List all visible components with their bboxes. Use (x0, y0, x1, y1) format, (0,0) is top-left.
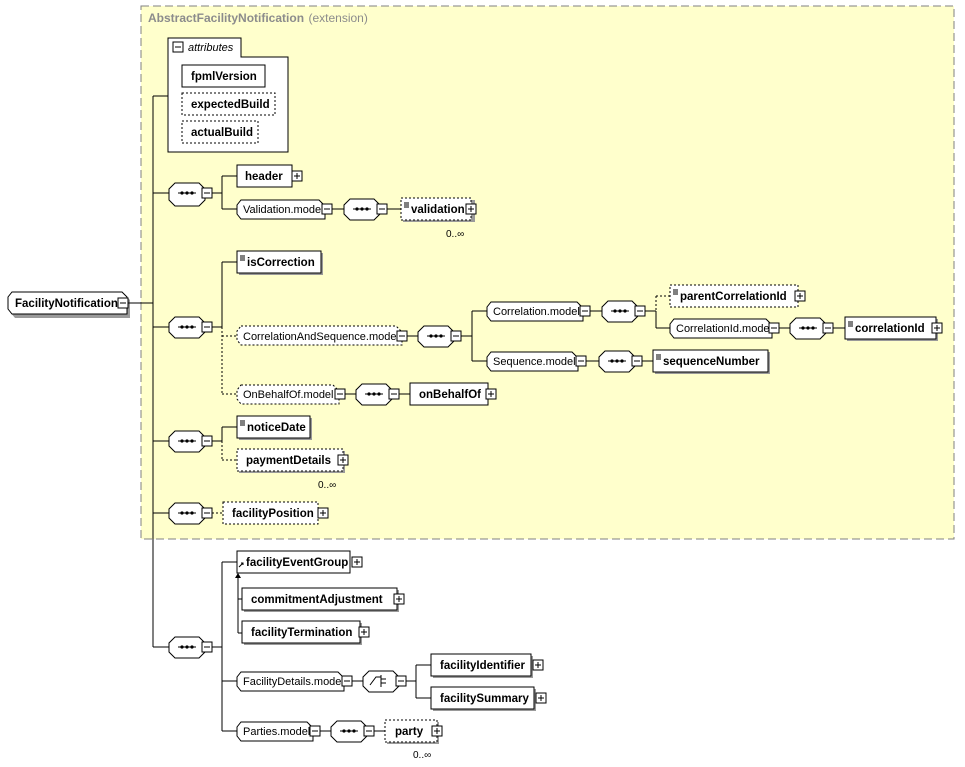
element-paymentdetails[interactable]: paymentDetails 0..∞ (236, 448, 349, 491)
attr-actualbuild-label: actualBuild (191, 127, 253, 139)
element-correlationid[interactable]: correlationId (844, 316, 943, 341)
correlationandsequence-model-label: CorrelationAndSequence.model (243, 331, 399, 343)
group-validation-model[interactable]: Validation.model (236, 198, 401, 221)
facilitydetails-model-label: FacilityDetails.model (243, 676, 344, 688)
group-sequence-model[interactable]: Sequence.model (486, 350, 653, 373)
correlationid-model-label: CorrelationId.model (676, 323, 772, 335)
element-facilitytermination[interactable]: facilityTermination (241, 620, 370, 645)
sequence-5[interactable] (168, 561, 237, 732)
parentcorrelationid-label: parentCorrelationId (680, 291, 787, 303)
facilityeventgroup-label: facilityEventGroup (246, 557, 348, 569)
element-facilitysummary[interactable]: facilitySummary (430, 686, 547, 711)
element-sequencenumber[interactable]: sequenceNumber (652, 349, 770, 374)
party-label: party (395, 726, 424, 738)
header-label: header (245, 171, 283, 183)
commitmentadjustment-label: commitmentAdjustment (251, 594, 383, 606)
validation-model-label: Validation.model (243, 204, 324, 216)
sequence-model-label: Sequence.model (493, 356, 576, 368)
element-facilityeventgroup[interactable]: facilityEventGroup (235, 550, 363, 634)
attributes-group: attributes fpmlVersion expectedBuild act… (167, 37, 289, 153)
validation-label: validation (411, 204, 465, 216)
element-noticedate[interactable]: noticeDate (236, 415, 312, 440)
main-connectors (128, 95, 170, 648)
element-validation[interactable]: validation 0..∞ (400, 197, 477, 240)
parties-model-label: Parties.model (243, 726, 310, 738)
extension-subtitle: (extension) (308, 11, 367, 25)
sequence-3[interactable] (168, 426, 237, 461)
correlationid-label: correlationId (855, 323, 925, 335)
attr-fpmlversion[interactable] (181, 64, 266, 88)
element-onbehalfof[interactable]: onBehalfOf (409, 382, 497, 406)
attr-expectedbuild-label: expectedBuild (191, 99, 270, 111)
element-parentcorrelationid[interactable]: parentCorrelationId (669, 284, 806, 308)
onbehalfof-label: onBehalfOf (419, 389, 481, 401)
root-label: FacilityNotification (15, 298, 118, 310)
group-parties-model[interactable]: Parties.model (236, 720, 385, 743)
correlation-model-label: Correlation.model (493, 306, 580, 318)
group-correlation-model[interactable]: Correlation.model (486, 295, 670, 329)
group-correlationid-model[interactable]: CorrelationId.model (669, 317, 845, 340)
choice-icon (369, 675, 386, 687)
facilitysummary-label: facilitySummary (440, 693, 529, 705)
sequence-2[interactable] (168, 261, 237, 395)
paymentdetails-cardinality: 0..∞ (318, 480, 336, 491)
group-facilitydetails-model[interactable]: FacilityDetails.model (236, 664, 431, 699)
validation-cardinality: 0..∞ (446, 229, 464, 240)
noticedate-label: noticeDate (247, 422, 306, 434)
element-commitmentadjustment[interactable]: commitmentAdjustment (241, 587, 405, 612)
element-header[interactable]: header (236, 164, 303, 188)
attr-expectedbuild[interactable] (181, 92, 276, 116)
attributes-label: attributes (188, 42, 234, 54)
svg-text:AbstractFacilityNotification (: AbstractFacilityNotification (extension) (148, 9, 368, 26)
iscorrection-label: isCorrection (247, 257, 315, 269)
attr-actualbuild[interactable] (181, 120, 259, 144)
root-element[interactable]: FacilityNotification (7, 291, 130, 318)
sequence-1[interactable] (168, 175, 237, 210)
facilityidentifier-label: facilityIdentifier (440, 660, 526, 672)
facilitytermination-label: facilityTermination (251, 627, 352, 639)
sequencenumber-label: sequenceNumber (663, 356, 760, 368)
element-iscorrection[interactable]: isCorrection (236, 250, 323, 275)
element-facilityposition[interactable]: facilityPosition (222, 501, 329, 525)
group-correlationandsequence-model[interactable]: CorrelationAndSequence.model (236, 310, 487, 362)
group-onbehalfof-model[interactable]: OnBehalfOf.model (236, 383, 410, 406)
element-party[interactable]: party 0..∞ (384, 719, 443, 761)
party-cardinality: 0..∞ (413, 750, 431, 761)
element-facilityidentifier[interactable]: facilityIdentifier (430, 653, 544, 678)
onbehalfof-model-label: OnBehalfOf.model (243, 389, 334, 401)
attr-fpmlversion-label: fpmlVersion (191, 71, 257, 83)
extension-title: AbstractFacilityNotification (148, 11, 304, 25)
paymentdetails-label: paymentDetails (246, 455, 331, 467)
sequence-4[interactable] (168, 502, 223, 525)
facilityposition-label: facilityPosition (232, 508, 314, 520)
